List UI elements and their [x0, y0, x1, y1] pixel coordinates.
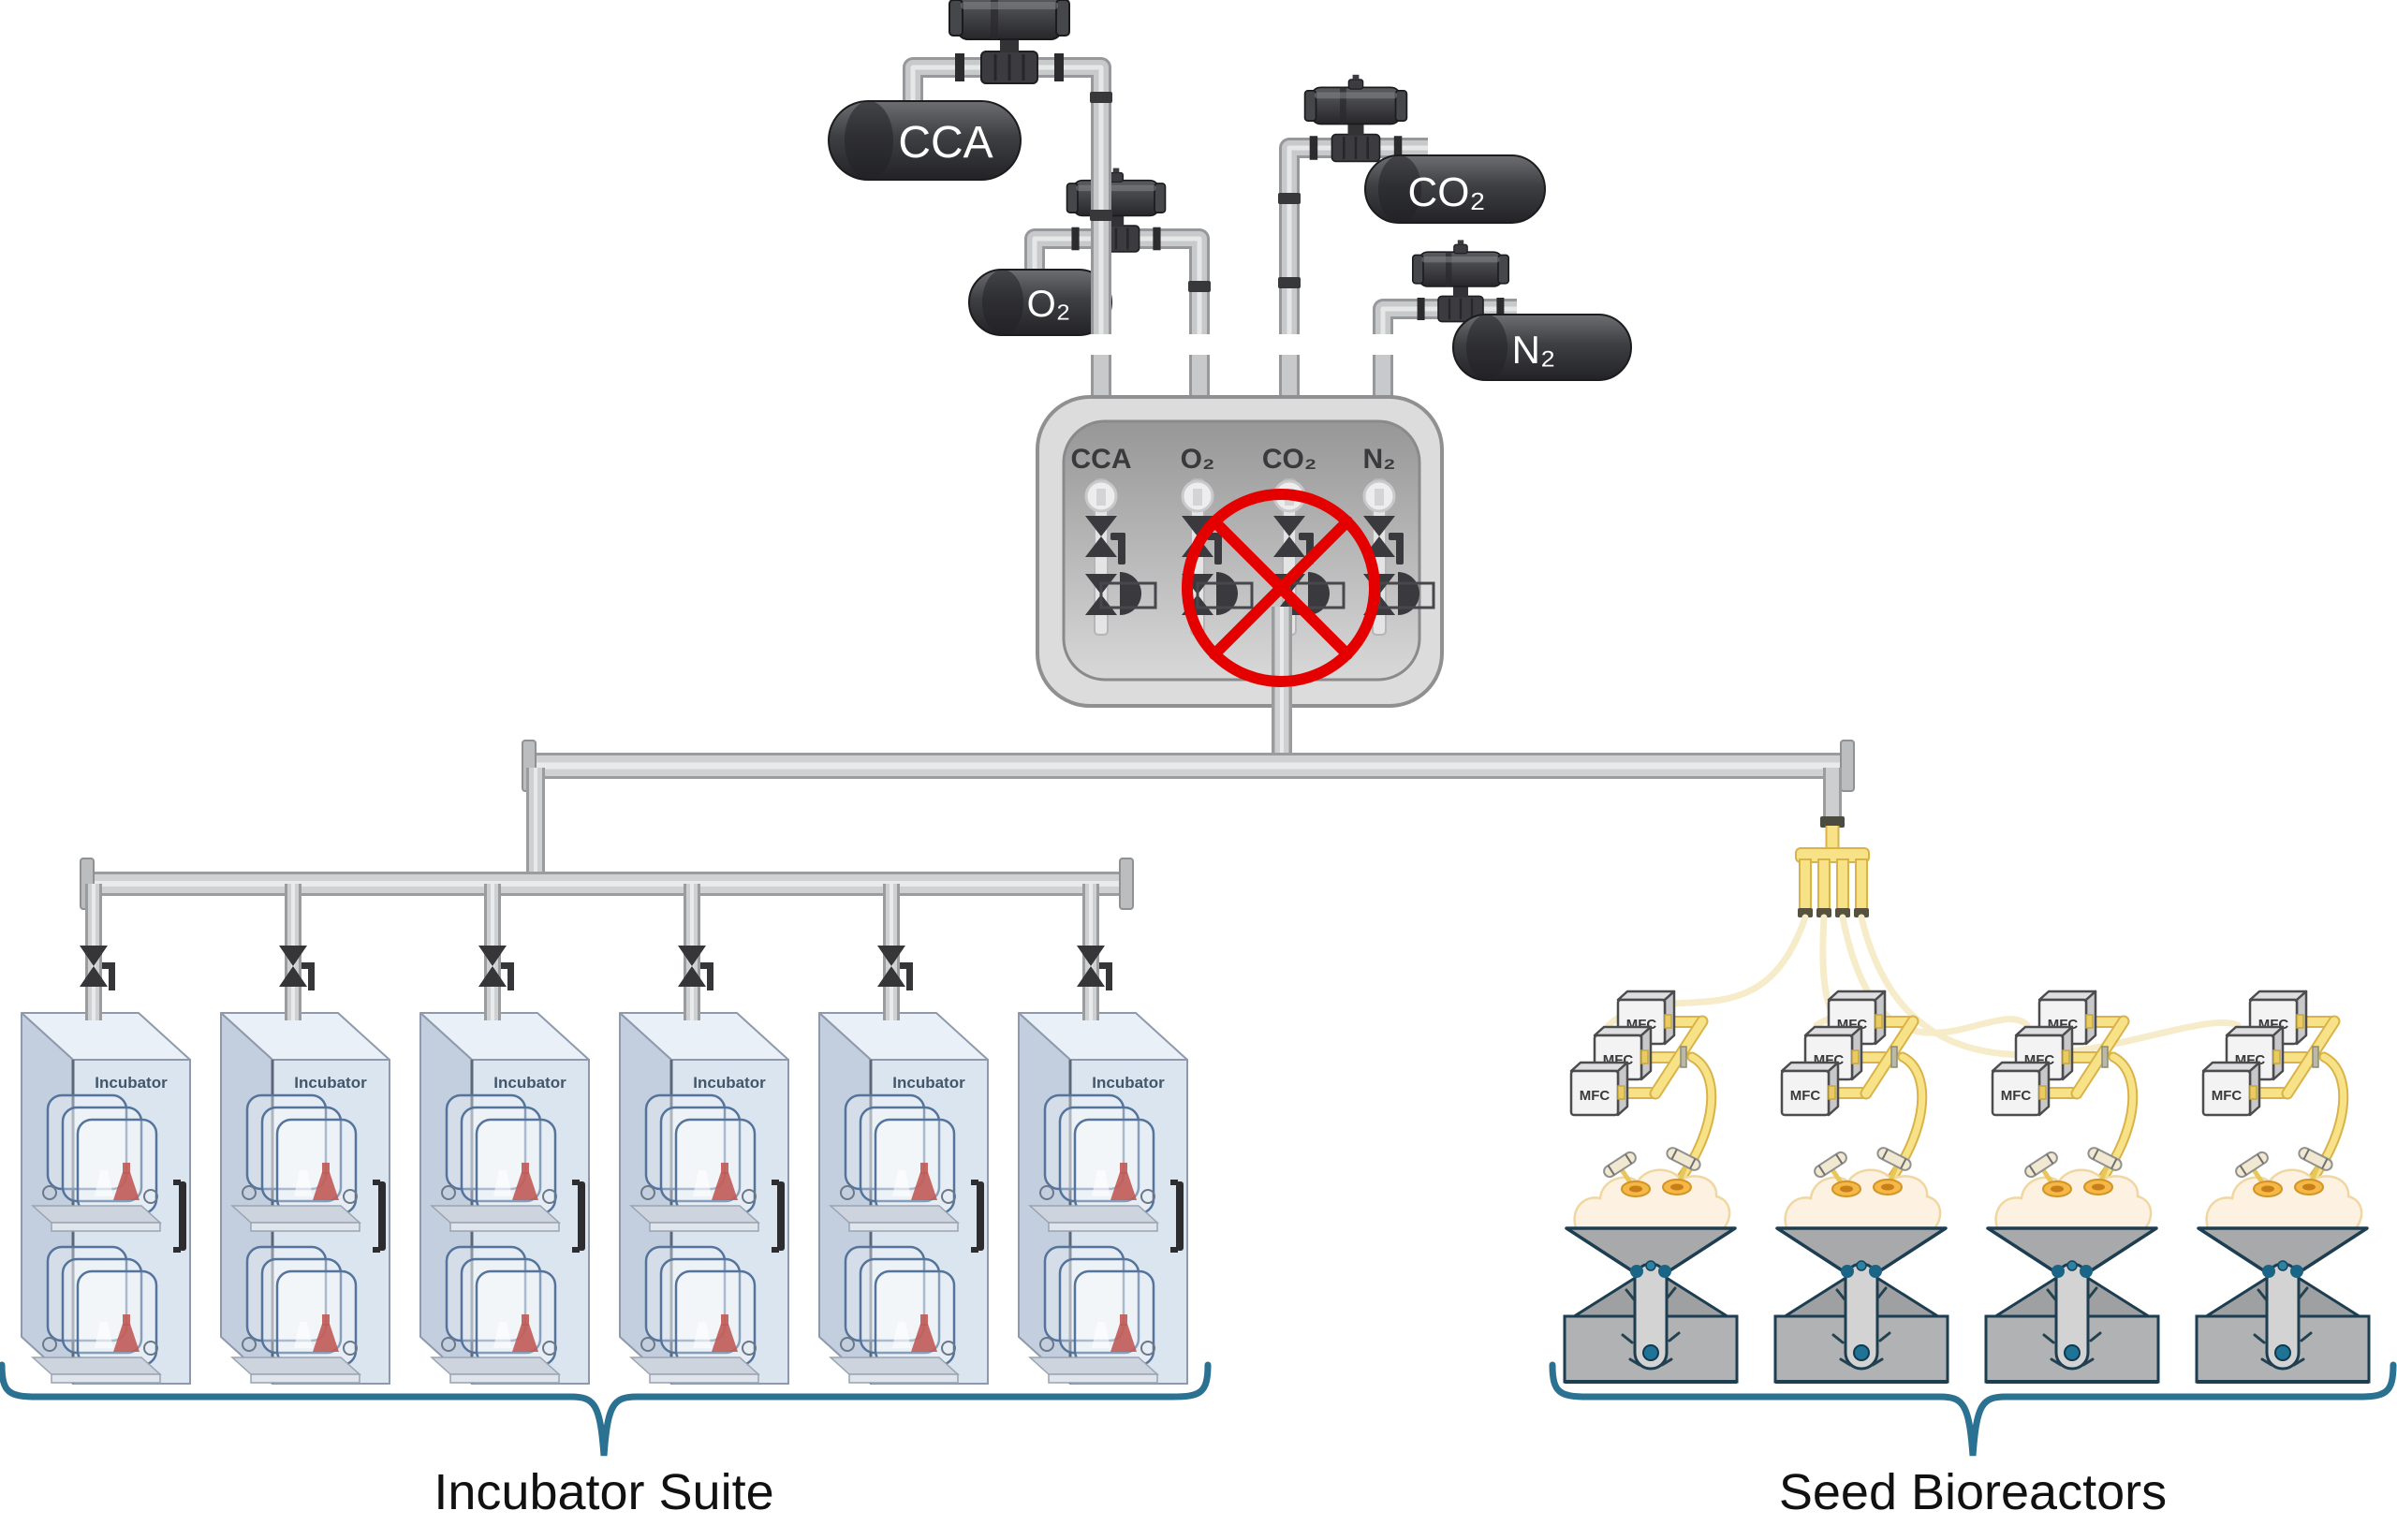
- panel-port-label-n2: N₂: [1363, 444, 1396, 475]
- incubator-header-pipe: [80, 858, 1134, 910]
- panel-port-label-o2: O₂: [1181, 444, 1215, 475]
- incubator: Incubator: [1017, 1011, 1189, 1386]
- bioreactor-vessel-icon: [1986, 1146, 2158, 1382]
- n2-tank-label: N₂: [1512, 328, 1556, 372]
- incubator-supply-valve-icon: [1077, 884, 1112, 1020]
- o2-tank: O₂: [968, 269, 1112, 336]
- seed-bioreactor-group: MFC MFC MFC MFC MFC MFC MFC MFC MFC MFC …: [1565, 990, 2369, 1382]
- bioreactor-feed: [1605, 768, 2242, 1059]
- mfc-label: MFC: [1790, 1088, 1821, 1104]
- co2-tank-label: CO₂: [1407, 169, 1485, 215]
- o2-supply-assembly: O₂: [968, 167, 1211, 414]
- bioreactor-vessel-icon: [1775, 1146, 1948, 1382]
- seed-bioreactor-unit: MFC MFC MFC: [1565, 990, 1737, 1382]
- co2-tank: CO₂: [1364, 154, 1546, 224]
- flexible-feed-tubes: [1605, 914, 2242, 1059]
- seed-bioreactor-unit: MFC MFC MFC: [2197, 990, 2369, 1382]
- incubator-label: Incubator: [1092, 1074, 1165, 1092]
- incubator: Incubator: [219, 1011, 391, 1386]
- n2-supply-assembly: N₂: [1373, 239, 1632, 414]
- seed-bioreactor-unit: MFC MFC MFC: [1775, 990, 1948, 1382]
- bioreactor-vessel-icon: [1565, 1146, 1737, 1382]
- caption-seed-bioreactors: Seed Bioreactors: [1779, 1464, 2167, 1520]
- incubator-label: Incubator: [693, 1074, 766, 1092]
- incubator-suite: Incubator Incubator Incubator Incubator …: [20, 884, 1189, 1386]
- co2-supply-assembly: CO₂: [1278, 73, 1546, 414]
- co2-blocked-sign-icon: [1182, 489, 1380, 687]
- incubator-supply-valve-icon: [678, 884, 713, 1020]
- incubator-label: Incubator: [892, 1074, 965, 1092]
- bioreactor-vessel-icon: [2197, 1146, 2369, 1382]
- incubator: Incubator: [20, 1011, 192, 1386]
- incubator-label: Incubator: [294, 1074, 367, 1092]
- gas-splitter-manifold: [1795, 847, 1870, 917]
- incubator-supply-valve-icon: [877, 884, 913, 1020]
- panel-port-label-cca: CCA: [1071, 444, 1132, 475]
- seed-bioreactor-unit: MFC MFC MFC: [1986, 990, 2158, 1382]
- caption-incubator-suite: Incubator Suite: [434, 1464, 773, 1520]
- mfc-label: MFC: [2212, 1088, 2243, 1104]
- incubator: Incubator: [618, 1011, 790, 1386]
- cca-tank-label: CCA: [898, 118, 993, 168]
- incubator-supply-valve-icon: [478, 884, 514, 1020]
- mfc-label: MFC: [1580, 1088, 1610, 1104]
- main-header-pipe: [522, 740, 1855, 792]
- mfc-label: MFC: [2001, 1088, 2032, 1104]
- brace-incubator-suite: [0, 1361, 1212, 1457]
- brace-seed-bioreactors: [1549, 1361, 2397, 1457]
- o2-tank-label: O₂: [1027, 284, 1071, 325]
- incubator: Incubator: [419, 1011, 591, 1386]
- incubator-supply-valve-icon: [279, 884, 315, 1020]
- cca-tank: CCA: [828, 100, 1022, 181]
- n2-tank: N₂: [1452, 314, 1632, 381]
- incubator-label: Incubator: [95, 1074, 168, 1092]
- incubator: Incubator: [817, 1011, 990, 1386]
- panel-port-label-co2: CO₂: [1262, 444, 1316, 475]
- incubator-label: Incubator: [493, 1074, 566, 1092]
- cca-supply-assembly: CCA: [828, 0, 1112, 414]
